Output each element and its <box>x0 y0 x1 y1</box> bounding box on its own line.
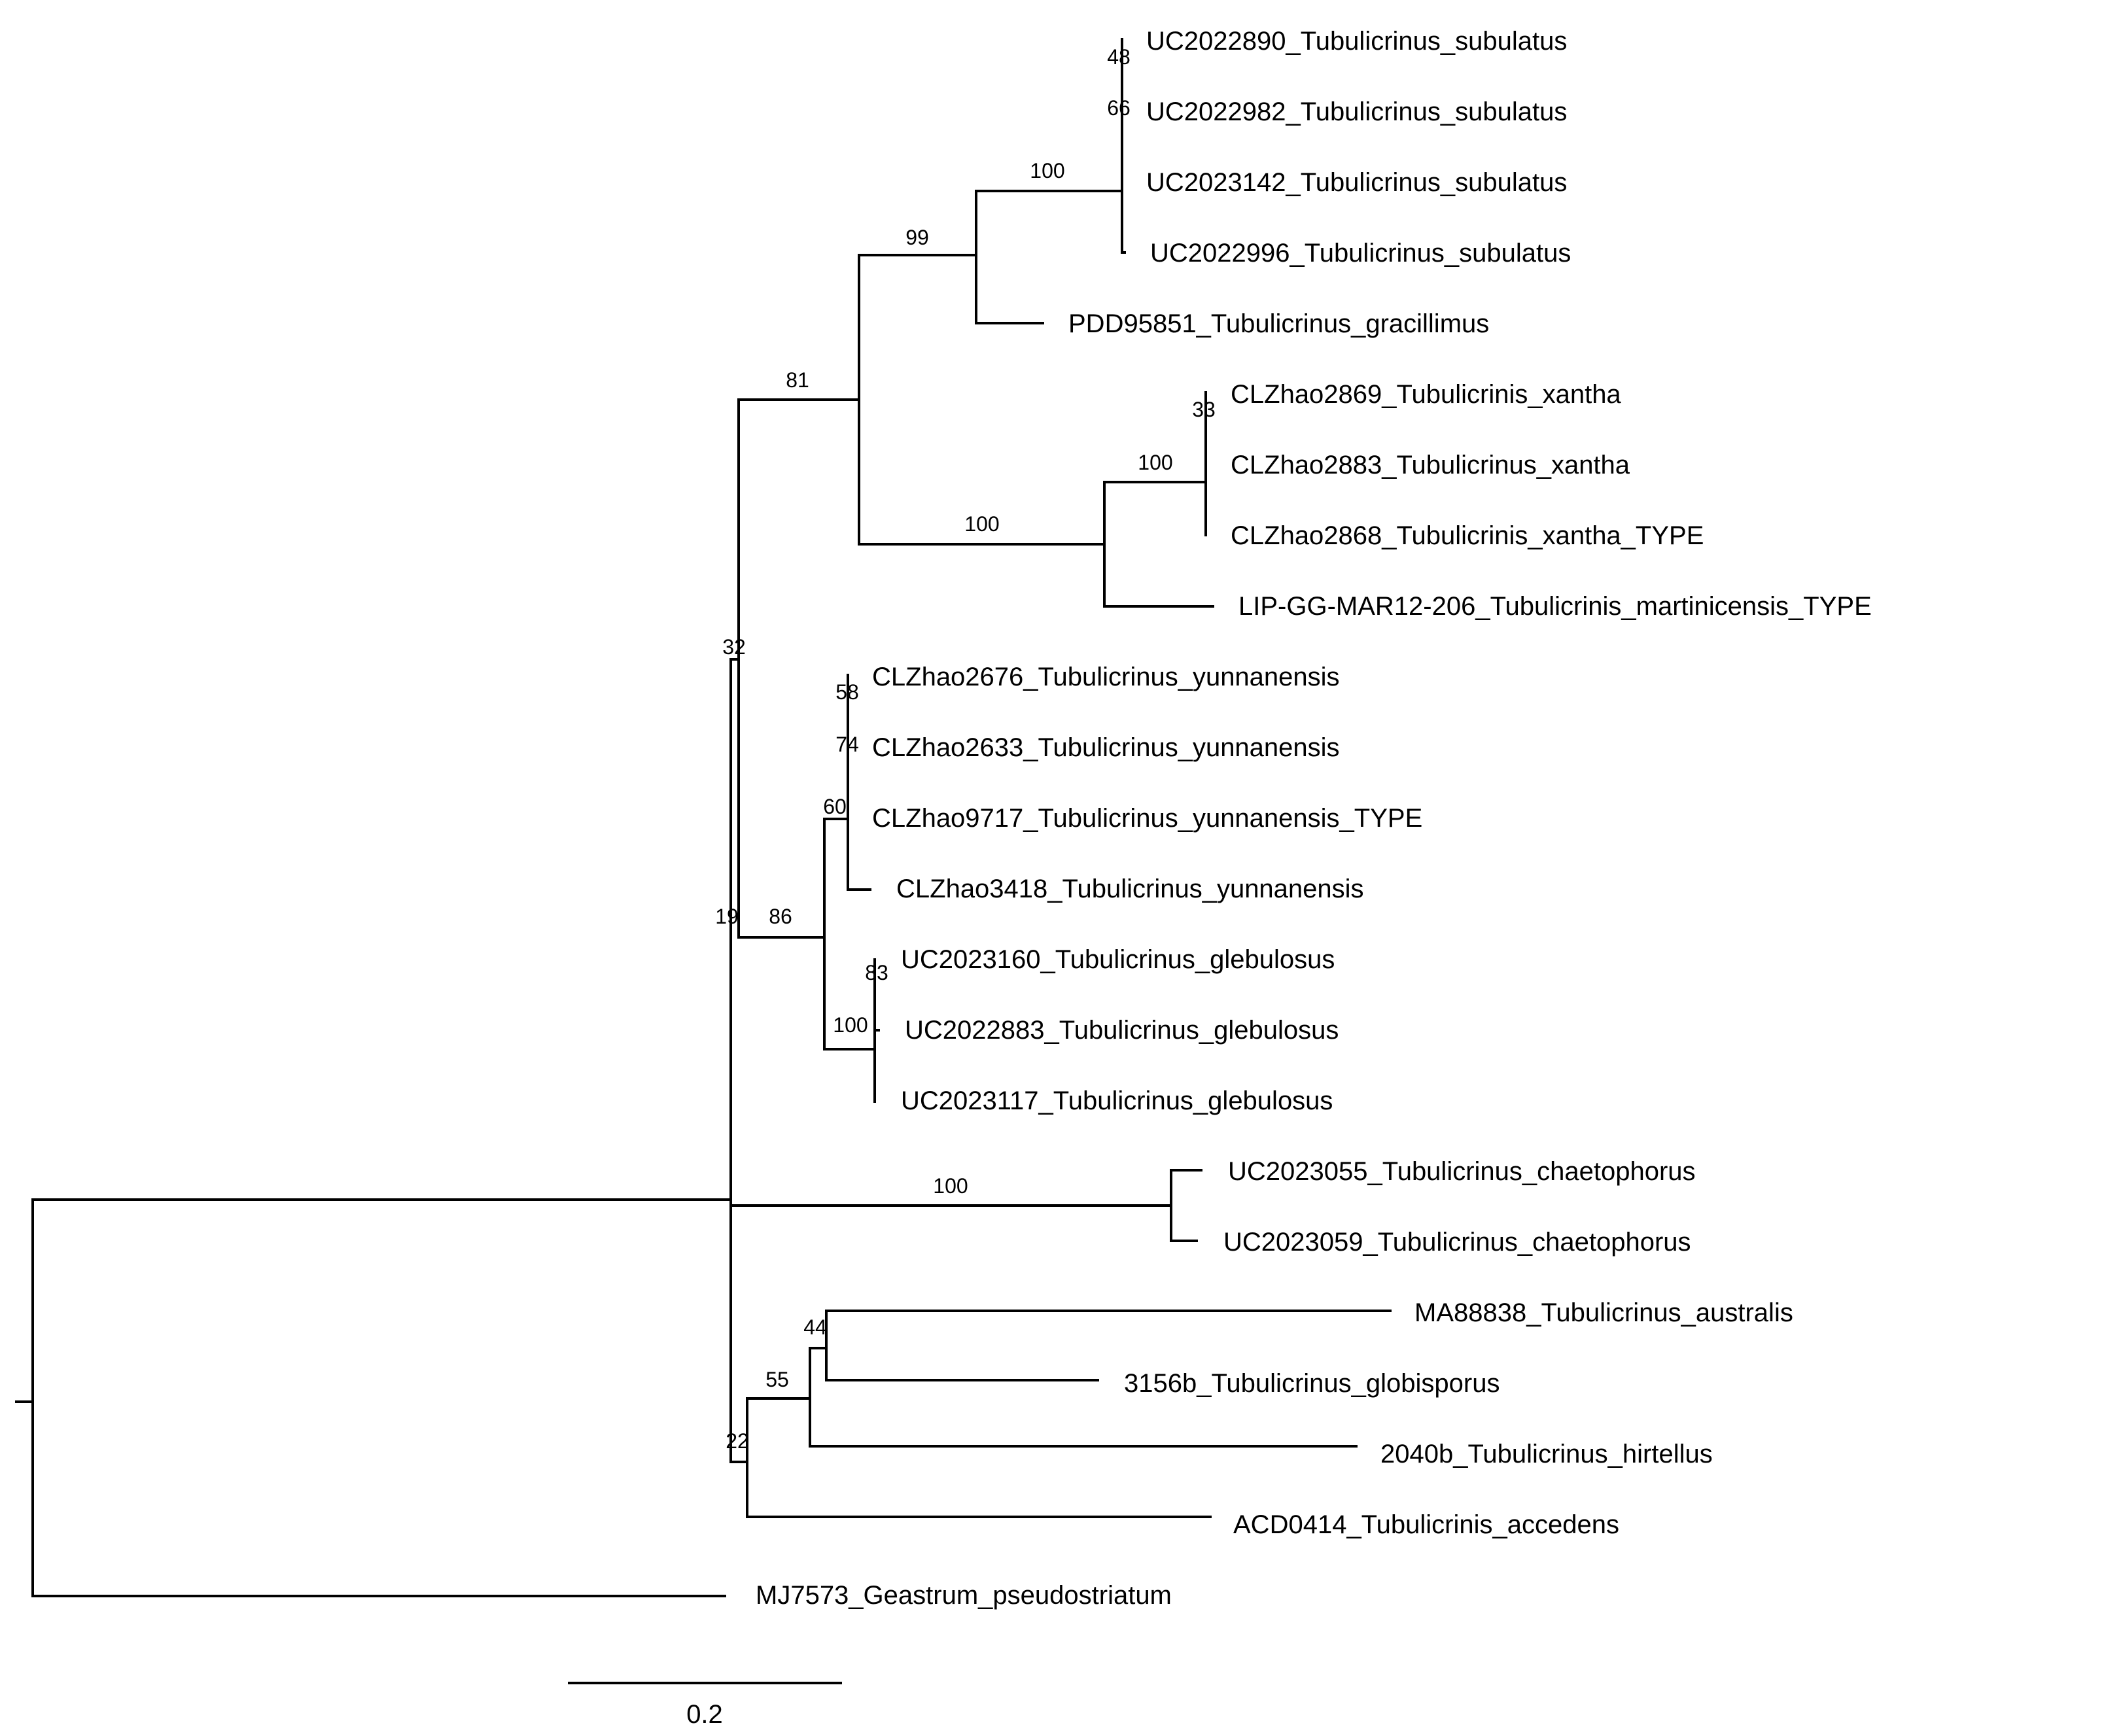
taxon-label: UC2023117_Tubulicrinus_glebulosus <box>901 1086 1333 1115</box>
scale-bar-label: 0.2 <box>686 1700 723 1729</box>
taxon-label: PDD95851_Tubulicrinus_gracillimus <box>1068 309 1489 338</box>
support-value: 81 <box>786 368 809 392</box>
taxon-label: CLZhao3418_Tubulicrinus_yunnanensis <box>896 875 1364 903</box>
support-value: 33 <box>1192 398 1216 421</box>
taxon-labels: UC2022890_Tubulicrinus_subulatus UC20229… <box>756 27 1872 1610</box>
taxon-label: 2040b_Tubulicrinus_hirtellus <box>1380 1440 1713 1468</box>
support-value: 32 <box>722 635 746 659</box>
taxon-label: CLZhao9717_Tubulicrinus_yunnanensis_TYPE <box>872 804 1422 833</box>
taxon-label: MA88838_Tubulicrinus_australis <box>1414 1298 1793 1327</box>
support-value: 55 <box>765 1368 789 1391</box>
taxon-label: CLZhao2869_Tubulicrinis_xantha <box>1231 380 1621 409</box>
taxon-label: UC2023059_Tubulicrinus_chaetophorus <box>1223 1228 1691 1257</box>
support-value: 44 <box>803 1315 827 1339</box>
support-values: 48 66 100 99 33 100 100 81 32 58 74 60 8… <box>715 45 1216 1453</box>
taxon-label: MJ7573_Geastrum_pseudostriatum <box>756 1581 1172 1610</box>
taxon-label: CLZhao2633_Tubulicrinus_yunnanensis <box>872 733 1340 762</box>
taxon-label: LIP-GG-MAR12-206_Tubulicrinis_martinicen… <box>1238 592 1872 621</box>
scale-bar: 0.2 <box>568 1682 842 1729</box>
taxon-label: UC2022996_Tubulicrinus_subulatus <box>1150 239 1571 268</box>
support-value: 100 <box>933 1174 968 1198</box>
taxon-label: CLZhao2883_Tubulicrinus_xantha <box>1231 451 1630 479</box>
support-value: 86 <box>769 905 792 928</box>
support-value: 66 <box>1107 96 1131 120</box>
taxon-label: UC2023160_Tubulicrinus_glebulosus <box>901 945 1335 974</box>
taxon-label: UC2022890_Tubulicrinus_subulatus <box>1146 27 1567 56</box>
support-value: 100 <box>1138 451 1172 474</box>
taxon-label: ACD0414_Tubulicrinis_accedens <box>1233 1510 1619 1539</box>
support-value: 100 <box>833 1013 868 1037</box>
support-value: 22 <box>726 1429 749 1453</box>
support-value: 100 <box>1030 159 1064 182</box>
support-value: 19 <box>715 905 739 928</box>
taxon-label: CLZhao2676_Tubulicrinus_yunnanensis <box>872 663 1340 691</box>
taxon-label: UC2023142_Tubulicrinus_subulatus <box>1146 168 1567 197</box>
tree-branches <box>15 38 1392 1597</box>
taxon-label: UC2022883_Tubulicrinus_glebulosus <box>905 1016 1339 1045</box>
taxon-label: CLZhao2868_Tubulicrinis_xantha_TYPE <box>1231 521 1704 550</box>
taxon-label: UC2022982_Tubulicrinus_subulatus <box>1146 97 1567 126</box>
support-value: 60 <box>823 795 847 818</box>
support-value: 83 <box>865 961 888 984</box>
support-value: 48 <box>1107 45 1131 69</box>
support-value: 58 <box>835 680 859 704</box>
taxon-label: 3156b_Tubulicrinus_globisporus <box>1124 1369 1500 1398</box>
support-value: 99 <box>905 226 929 249</box>
taxon-label: UC2023055_Tubulicrinus_chaetophorus <box>1228 1157 1696 1186</box>
support-value: 100 <box>964 512 999 536</box>
support-value: 74 <box>835 733 859 756</box>
